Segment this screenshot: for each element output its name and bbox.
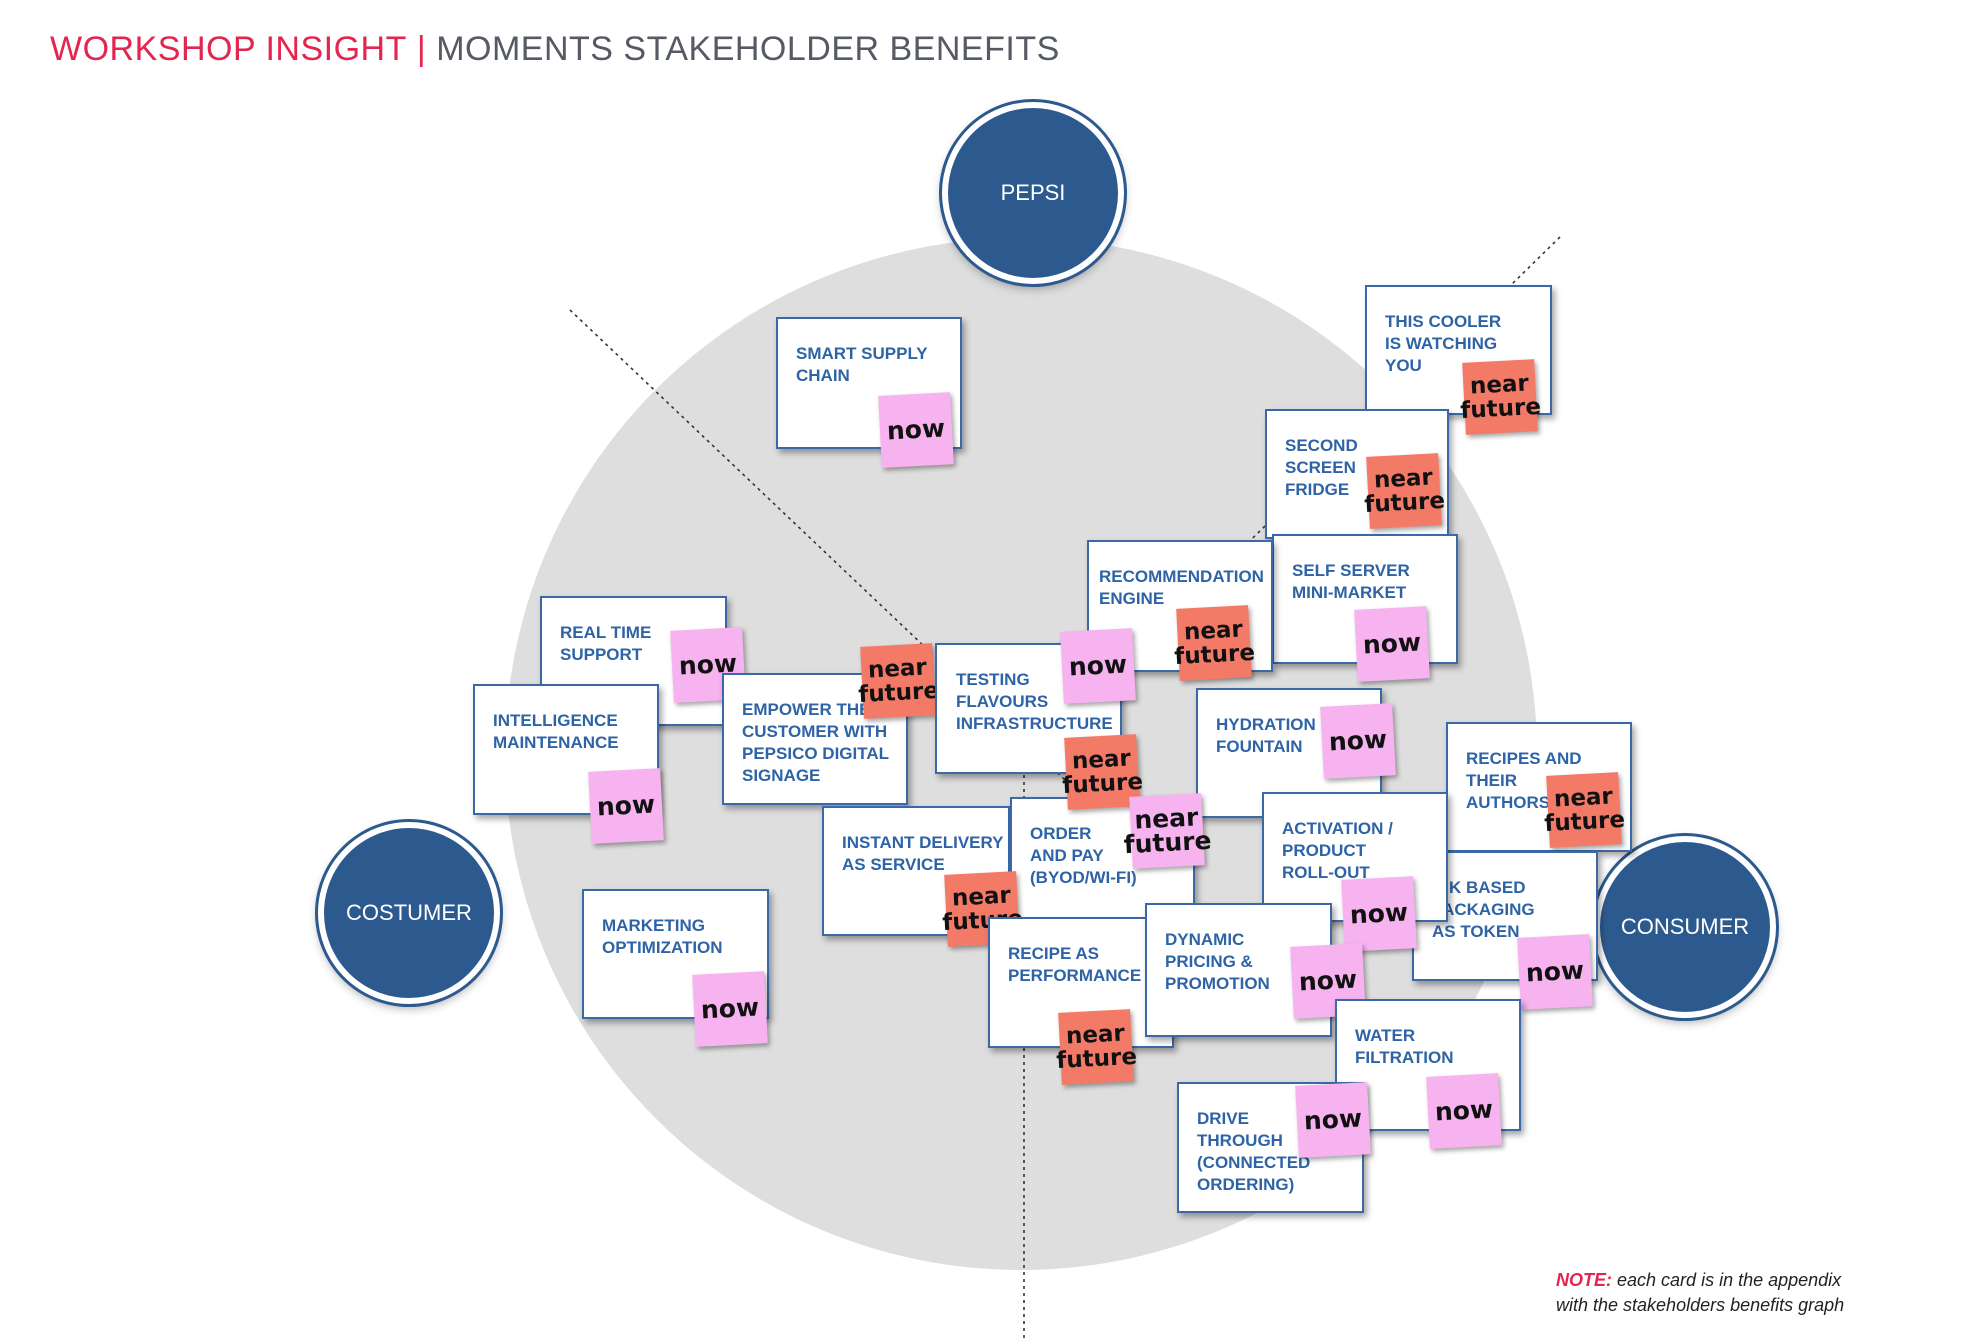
- card-label: SMART SUPPLY CHAIN: [796, 344, 928, 385]
- status-note-now: now: [1354, 606, 1430, 682]
- card-label: REAL TIME SUPPORT: [560, 623, 652, 664]
- status-note-near-future: near future: [1174, 605, 1256, 681]
- status-note-now: now: [1060, 628, 1136, 704]
- title-moments-benefits: MOMENTS STAKEHOLDER BENEFITS: [436, 30, 1060, 68]
- card-label: TESTING FLAVOURS INFRASTRUCTURE: [956, 670, 1113, 733]
- card-label: RECIPE AS PERFORMANCE: [1008, 944, 1142, 985]
- card-label: INK BASED PACKAGING AS TOKEN: [1432, 878, 1535, 941]
- status-note-near-future: near future: [1544, 772, 1626, 848]
- footnote-line1: NOTE: each card is in the appendix: [1556, 1268, 1844, 1293]
- stakeholder-pepsi: PEPSI: [942, 102, 1124, 284]
- card-label: DRIVE THROUGH (CONNECTED ORDERING): [1197, 1109, 1311, 1194]
- title-workshop-insight: WORKSHOP INSIGHT: [50, 30, 407, 68]
- card-label: RECIPES AND THEIR AUTHORS: [1466, 749, 1582, 812]
- status-note-now: now: [1341, 876, 1417, 952]
- stakeholder-costumer: COSTUMER: [318, 822, 500, 1004]
- card-label: WATER FILTRATION: [1355, 1026, 1454, 1067]
- card-label: DYNAMIC PRICING & PROMOTION: [1165, 930, 1270, 993]
- status-note-now: now: [692, 971, 768, 1047]
- status-note-now: now: [588, 768, 664, 844]
- card-label: ACTIVATION / PRODUCT ROLL-OUT: [1282, 819, 1393, 882]
- status-note-now: near future: [1123, 793, 1212, 869]
- status-note-near-future: near future: [1056, 1009, 1138, 1085]
- card-label: HYDRATION FOUNTAIN: [1216, 715, 1316, 756]
- status-note-now: now: [1517, 934, 1593, 1010]
- footnote-text1: each card is in the appendix: [1617, 1270, 1842, 1290]
- status-note-now: now: [1426, 1073, 1502, 1149]
- card-label: EMPOWER THE CUSTOMER WITH PEPSICO DIGITA…: [742, 700, 890, 785]
- status-note-now: now: [1320, 703, 1396, 779]
- footnote-line2: with the stakeholders benefits graph: [1556, 1295, 1845, 1315]
- card-label: THIS COOLER IS WATCHING YOU: [1385, 312, 1502, 375]
- page-title: WORKSHOP INSIGHT|MOMENTS STAKEHOLDER BEN…: [50, 30, 1060, 69]
- footnote: NOTE: each card is in the appendix with …: [1556, 1268, 1844, 1318]
- status-note-near-future: near future: [858, 643, 940, 719]
- card-label: SECOND SCREEN FRIDGE: [1285, 436, 1358, 499]
- card-label: ORDER AND PAY (BYOD/WI-FI): [1030, 824, 1137, 887]
- status-note-now: now: [878, 392, 954, 468]
- card-label: RECOMMENDATION ENGINE: [1099, 567, 1264, 608]
- status-note-near-future: near future: [1460, 359, 1542, 435]
- status-note-now: now: [1295, 1082, 1371, 1158]
- card-label: SELF SERVER MINI-MARKET: [1292, 561, 1410, 602]
- title-separator: |: [416, 30, 427, 68]
- footnote-label: NOTE:: [1556, 1270, 1612, 1290]
- card-label: INTELLIGENCE MAINTENANCE: [493, 711, 619, 752]
- status-note-near-future: near future: [1364, 453, 1446, 529]
- stakeholder-consumer: CONSUMER: [1594, 836, 1776, 1018]
- card-label: INSTANT DELIVERY AS SERVICE: [842, 833, 1004, 874]
- card-label: MARKETING OPTIMIZATION: [602, 916, 723, 957]
